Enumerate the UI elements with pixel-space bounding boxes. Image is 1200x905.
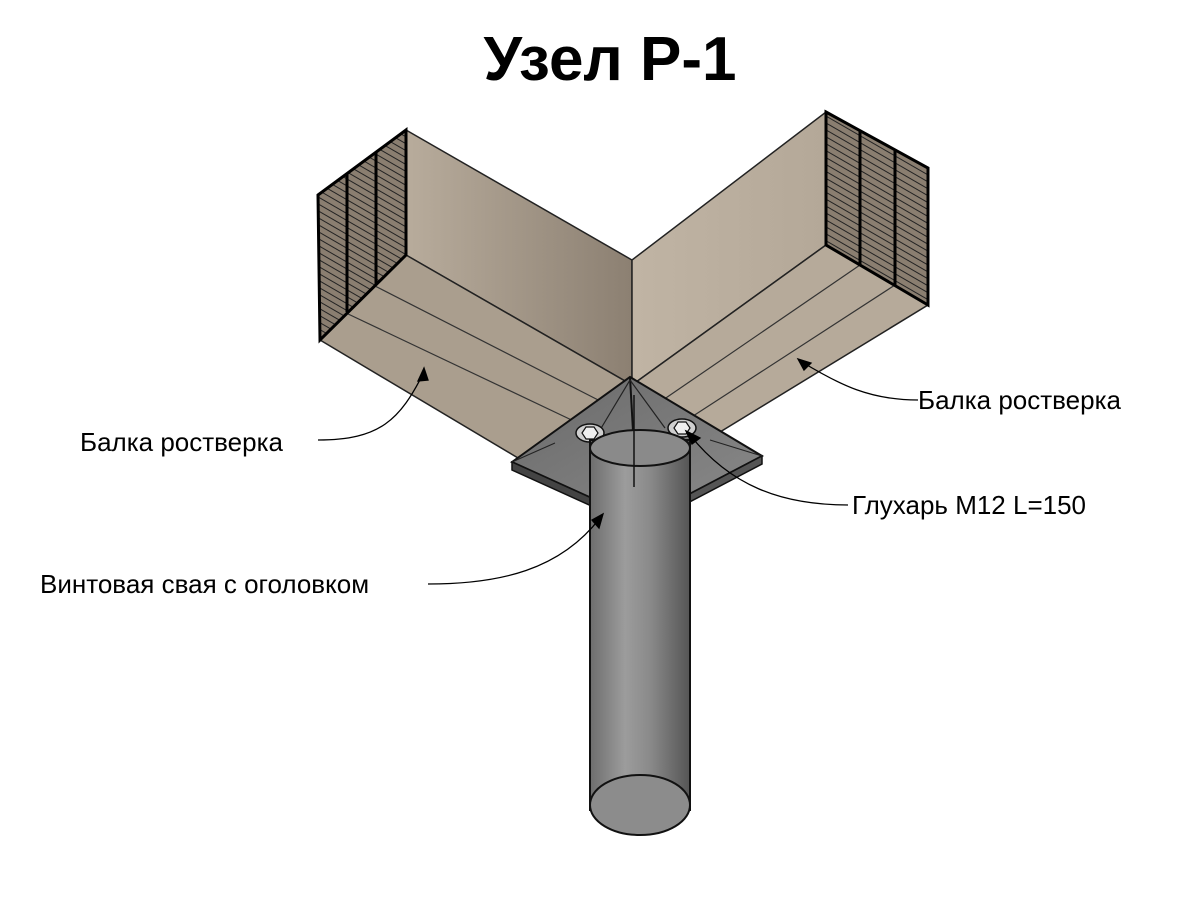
leader-beam-left-arrow bbox=[416, 366, 429, 382]
beam-left-board-line bbox=[374, 285, 607, 405]
pile-head-plate-rib bbox=[629, 379, 666, 429]
leader-lines bbox=[317, 357, 919, 585]
page-title: Узел Р-1 bbox=[483, 25, 736, 94]
beam-right-board-line bbox=[689, 284, 896, 419]
leader-lag-screw-arrow bbox=[684, 429, 702, 446]
beam-right bbox=[630, 109, 930, 433]
beam-right-board-line bbox=[659, 264, 861, 403]
label-screw-pile: Винтовая свая с оголовком bbox=[40, 569, 369, 599]
pile-bottom-end bbox=[589, 774, 691, 836]
beam-left-end-section bbox=[316, 127, 408, 344]
beam-right-end-section bbox=[824, 109, 930, 308]
label-beam-right: Балка ростверка bbox=[918, 385, 1122, 415]
leader-beam-left bbox=[317, 371, 425, 441]
leader-beam-right bbox=[801, 361, 919, 401]
pile-head-plate-rib bbox=[709, 439, 763, 457]
bolt-head bbox=[581, 426, 599, 440]
leader-lag-screw bbox=[689, 434, 849, 506]
label-beam-left: Балка ростверка bbox=[80, 427, 284, 457]
pile-top bbox=[589, 429, 691, 467]
leader-screw-pile-arrow bbox=[590, 512, 605, 530]
leader-beam-right-arrow bbox=[796, 357, 813, 372]
pile-shaft bbox=[589, 439, 691, 811]
leader-screw-pile bbox=[427, 517, 601, 585]
beam-left-board-line bbox=[345, 312, 581, 425]
screw-pile bbox=[589, 395, 691, 836]
pile-head-plate-rib bbox=[599, 379, 631, 431]
pile-head-plate-rib bbox=[511, 442, 556, 463]
beam-left bbox=[316, 127, 634, 459]
label-lag-screw: Глухарь М12 L=150 bbox=[852, 490, 1086, 520]
